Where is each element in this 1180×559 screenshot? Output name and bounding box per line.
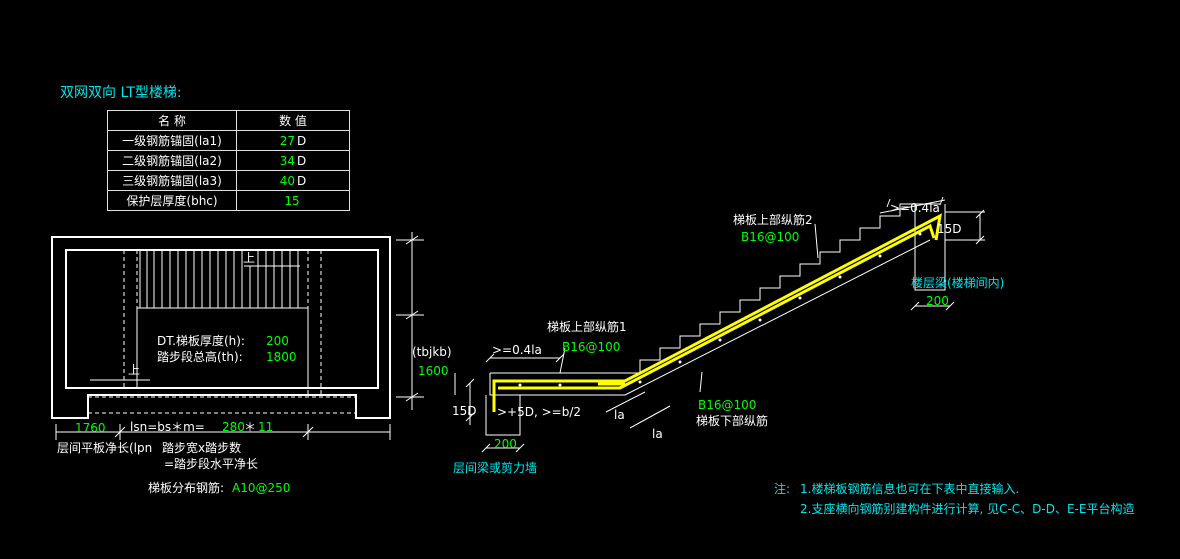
row-value[interactable]: 40 bbox=[279, 173, 296, 188]
lsn-m-value[interactable]: 11 bbox=[258, 420, 274, 434]
la-dim-2: la bbox=[652, 427, 663, 441]
table-header-row: 名 称 数 值 bbox=[107, 110, 350, 131]
min-anchor-label: >+5D, >=b/2 bbox=[497, 405, 582, 419]
stair-section-view bbox=[454, 196, 985, 453]
top-rebar2-value[interactable]: B16@100 bbox=[741, 230, 800, 244]
section-floor-beam bbox=[914, 204, 946, 291]
floor-beam-value[interactable]: 200 bbox=[926, 294, 949, 308]
anchor-left-label: >=0.4la bbox=[492, 343, 542, 357]
floor-beam-label: 楼层梁(楼梯间内) bbox=[911, 276, 1005, 290]
plan-up-mark-bottom: 上 bbox=[128, 363, 141, 377]
row-value[interactable]: 34 bbox=[279, 153, 296, 168]
landing-beam-label: 层间梁或剪力墙 bbox=[453, 461, 538, 475]
tbjkb-value[interactable]: 1600 bbox=[418, 364, 449, 378]
plan-up-mark-top: 上 bbox=[243, 251, 256, 265]
rebar-bottom bbox=[498, 223, 936, 390]
row-value[interactable]: 27 bbox=[279, 133, 296, 148]
thickness-value[interactable]: 200 bbox=[266, 334, 289, 348]
notes-line-2: 2.支座横向钢筋别建构件进行计算, 见C-C、D-D、E-E平台构造 bbox=[800, 502, 1135, 516]
row-unit: D bbox=[297, 133, 307, 148]
dist-rebar-value[interactable]: A10@250 bbox=[232, 481, 291, 495]
dist-rebar-label: 梯板分布钢筋: bbox=[148, 481, 225, 495]
row-name: 二级钢筋锚固(la2) bbox=[107, 150, 237, 171]
section-rebar bbox=[492, 213, 942, 412]
section-landing-slab bbox=[489, 373, 625, 396]
hook-15d-left: 15D bbox=[452, 404, 477, 418]
row-unit: D bbox=[297, 173, 307, 188]
row-unit: D bbox=[297, 153, 307, 168]
rebar-top-1 bbox=[492, 213, 942, 412]
thickness-label: DT.梯板厚度(h): bbox=[157, 334, 245, 348]
row-value[interactable]: 15 bbox=[284, 193, 300, 208]
header-name: 名 称 bbox=[107, 110, 237, 131]
section-slab-underside bbox=[624, 239, 931, 396]
bottom-rebar-label: 梯板下部纵筋 bbox=[696, 414, 769, 428]
row-name: 保护层厚度(bhc) bbox=[107, 190, 237, 211]
stair-plan-view bbox=[51, 232, 424, 440]
lsn-label: lsn=bs＊m= bbox=[130, 420, 205, 434]
notes-line-1: 1.楼梯板钢筋信息也可在下表中直接输入. bbox=[800, 482, 1020, 496]
bottom-rebar-value[interactable]: B16@100 bbox=[698, 398, 757, 412]
height-value[interactable]: 1800 bbox=[266, 350, 297, 364]
height-label: 踏步段总高(th): bbox=[157, 350, 243, 364]
row-name: 一级钢筋锚固(la1) bbox=[107, 130, 237, 151]
table-row: 保护层厚度(bhc) 15 bbox=[107, 190, 350, 211]
landing-width-value[interactable]: 1760 bbox=[75, 421, 106, 435]
landing-beam-value[interactable]: 200 bbox=[494, 437, 517, 451]
hook-15d-top: 15D bbox=[937, 222, 962, 236]
plan-dim-bottom-ticks bbox=[55, 424, 391, 440]
la-dim-1: la bbox=[614, 408, 625, 422]
section-rebar-dots bbox=[518, 232, 922, 387]
top-rebar1-label: 梯板上部纵筋1 bbox=[547, 320, 627, 334]
anchor-top-label: >=0.4la bbox=[890, 201, 940, 215]
plan-outer-wall bbox=[51, 236, 391, 419]
step-note-2: =踏步段水平净长 bbox=[164, 457, 259, 471]
lsn-star: ＊ bbox=[244, 420, 257, 434]
top-rebar1-value[interactable]: B16@100 bbox=[562, 340, 621, 354]
lsn-bs-value[interactable]: 280 bbox=[222, 420, 245, 434]
step-note: 踏步宽x踏步数 bbox=[162, 441, 242, 455]
landing-note: 层间平板净长(lpn bbox=[57, 441, 153, 455]
row-name: 三级钢筋锚固(la3) bbox=[107, 170, 237, 191]
notes-prefix: 注: bbox=[774, 482, 791, 496]
plan-dim-ticks bbox=[396, 235, 424, 402]
section-step-profile bbox=[490, 203, 940, 374]
row-value-cell[interactable]: 15 bbox=[236, 190, 350, 211]
tbjkb-label: (tbjkb) bbox=[412, 345, 452, 359]
plan-inner-wall bbox=[65, 249, 379, 389]
section-landing-beam bbox=[485, 395, 521, 436]
top-rebar2-label: 梯板上部纵筋2 bbox=[733, 213, 813, 227]
stair-type-title: 双网双向 LT型楼梯: bbox=[60, 85, 182, 101]
plan-landing-box bbox=[136, 307, 309, 389]
header-value: 数 值 bbox=[236, 110, 350, 131]
plan-tread-lines bbox=[139, 250, 299, 308]
